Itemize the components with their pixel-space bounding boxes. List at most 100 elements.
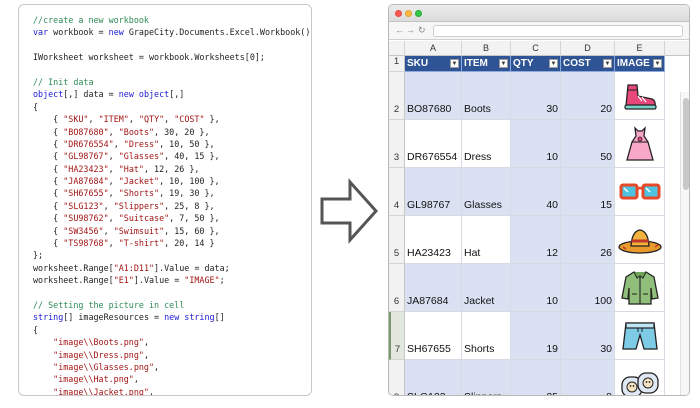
cell-cost[interactable]: 20 (561, 72, 615, 120)
select-all-corner[interactable] (389, 41, 405, 56)
filter-dropdown-icon[interactable]: ▼ (603, 59, 612, 68)
cell-cost[interactable]: 30 (561, 312, 615, 360)
header-cell-cost[interactable]: COST▼ (561, 56, 615, 72)
code-token: "image\\Dress.png" (53, 349, 144, 360)
column-letter-a[interactable]: A (405, 41, 462, 56)
filter-dropdown-icon[interactable]: ▼ (450, 59, 459, 68)
cell-sku[interactable]: SLG123 (405, 360, 462, 395)
code-token: "TS98768" (63, 238, 109, 249)
cell-sku[interactable]: GL98767 (405, 168, 462, 216)
cell-item[interactable]: Slippers (462, 360, 511, 395)
code-token: , 40, 15 }, (164, 151, 220, 162)
code-token: new (118, 89, 134, 100)
header-cell-item[interactable]: ITEM▼ (462, 56, 511, 72)
filter-dropdown-icon[interactable]: ▼ (499, 59, 508, 68)
row-number[interactable]: 6 (389, 264, 405, 312)
code-token: { (33, 225, 64, 236)
close-window-button[interactable] (395, 10, 402, 17)
code-token: new (108, 27, 124, 38)
column-letter-b[interactable]: B (462, 41, 511, 56)
header-label: QTY (513, 58, 534, 69)
row-number[interactable]: 2 (389, 72, 405, 120)
column-letter-e[interactable]: E (615, 41, 665, 56)
header-cell-sku[interactable]: SKU▼ (405, 56, 462, 72)
cell-image[interactable] (615, 360, 665, 395)
forward-arrow-icon[interactable]: → (406, 25, 415, 35)
scrollbar-thumb[interactable] (683, 98, 689, 190)
cell-sku[interactable]: DR676554 (405, 120, 462, 168)
cell-qty[interactable]: 10 (511, 264, 561, 312)
cell-cost[interactable]: 26 (561, 216, 615, 264)
reload-icon[interactable]: ↻ (418, 25, 426, 35)
code-token: , 12, 26 }, (143, 163, 200, 174)
code-token: workbook = (48, 27, 109, 38)
cell-qty[interactable]: 19 (511, 312, 561, 360)
filter-dropdown-icon[interactable]: ▼ (653, 59, 662, 68)
cell-image[interactable] (615, 216, 665, 264)
row-number[interactable]: 8 (389, 360, 405, 395)
row-number[interactable]: 7 (389, 312, 405, 360)
minimize-window-button[interactable] (405, 10, 412, 17)
code-line: IWorksheet worksheet = workbook.Workshee… (33, 51, 311, 63)
cell-item[interactable]: Shorts (462, 312, 511, 360)
code-token: , (108, 126, 119, 137)
code-line: "image\\Jacket.png", (33, 386, 311, 395)
cell-cost[interactable]: 8 (561, 360, 615, 395)
row-number[interactable]: 1 (389, 56, 405, 72)
code-token (33, 387, 53, 395)
code-line: string[] imageResources = new string[] (33, 311, 311, 323)
cell-item[interactable]: Boots (462, 72, 511, 120)
cell-item[interactable]: Hat (462, 216, 511, 264)
row-number[interactable]: 4 (389, 168, 405, 216)
cell-sku[interactable]: SH67655 (405, 312, 462, 360)
code-line: //create a new workbook (33, 14, 311, 26)
code-token: [,] (169, 89, 185, 100)
code-token: "Slippers" (113, 200, 165, 211)
code-token: "DR676554" (63, 138, 114, 149)
cell-qty[interactable]: 25 (511, 360, 561, 395)
column-letter-c[interactable]: C (511, 41, 561, 56)
cell-qty[interactable]: 30 (511, 72, 561, 120)
address-bar[interactable] (433, 25, 683, 37)
code-token: "GL98767" (63, 151, 109, 162)
header-cell-qty[interactable]: QTY ▼ (511, 56, 561, 72)
code-line: // Init data (33, 76, 311, 88)
cell-item[interactable]: Jacket (462, 264, 511, 312)
cell-qty[interactable]: 12 (511, 216, 561, 264)
cell-cost[interactable]: 15 (561, 168, 615, 216)
code-token: [,] data = (63, 89, 119, 100)
cell-image[interactable] (615, 312, 665, 360)
cell-sku[interactable]: HA23423 (405, 216, 462, 264)
code-line: { "SKU", "ITEM", "QTY", "COST" }, (33, 113, 311, 125)
code-token: , 30, 20 }, (154, 126, 210, 137)
code-token: , (108, 176, 119, 187)
cell-image[interactable] (615, 120, 665, 168)
cell-qty[interactable]: 10 (511, 120, 561, 168)
cell-image[interactable] (615, 168, 665, 216)
cell-item[interactable]: Glasses (462, 168, 511, 216)
cell-item[interactable]: Dress (462, 120, 511, 168)
back-arrow-icon[interactable]: ← (395, 25, 404, 35)
row-number[interactable]: 3 (389, 120, 405, 168)
cell-qty[interactable]: 40 (511, 168, 561, 216)
code-token: }, (204, 114, 220, 125)
code-token: string (33, 312, 64, 323)
cell-image[interactable] (615, 264, 665, 312)
code-token (33, 350, 53, 360)
code-token: , (108, 213, 119, 224)
cell-cost[interactable]: 100 (561, 264, 615, 312)
maximize-window-button[interactable] (415, 10, 422, 17)
header-cell-image[interactable]: IMAGE▼ (615, 56, 665, 72)
code-token: , (133, 374, 139, 385)
filter-dropdown-icon[interactable]: ▼ (549, 59, 558, 68)
cell-sku[interactable]: JA87684 (405, 264, 462, 312)
boots-icon (620, 81, 660, 111)
code-token: { (33, 200, 64, 211)
cell-image[interactable] (615, 72, 665, 120)
column-letter-d[interactable]: D (561, 41, 615, 56)
cell-cost[interactable]: 50 (561, 120, 615, 168)
cell-sku[interactable]: BO87680 (405, 72, 462, 120)
row-number[interactable]: 5 (389, 216, 405, 264)
vertical-scrollbar[interactable] (680, 92, 689, 395)
code-token: { (33, 163, 64, 174)
